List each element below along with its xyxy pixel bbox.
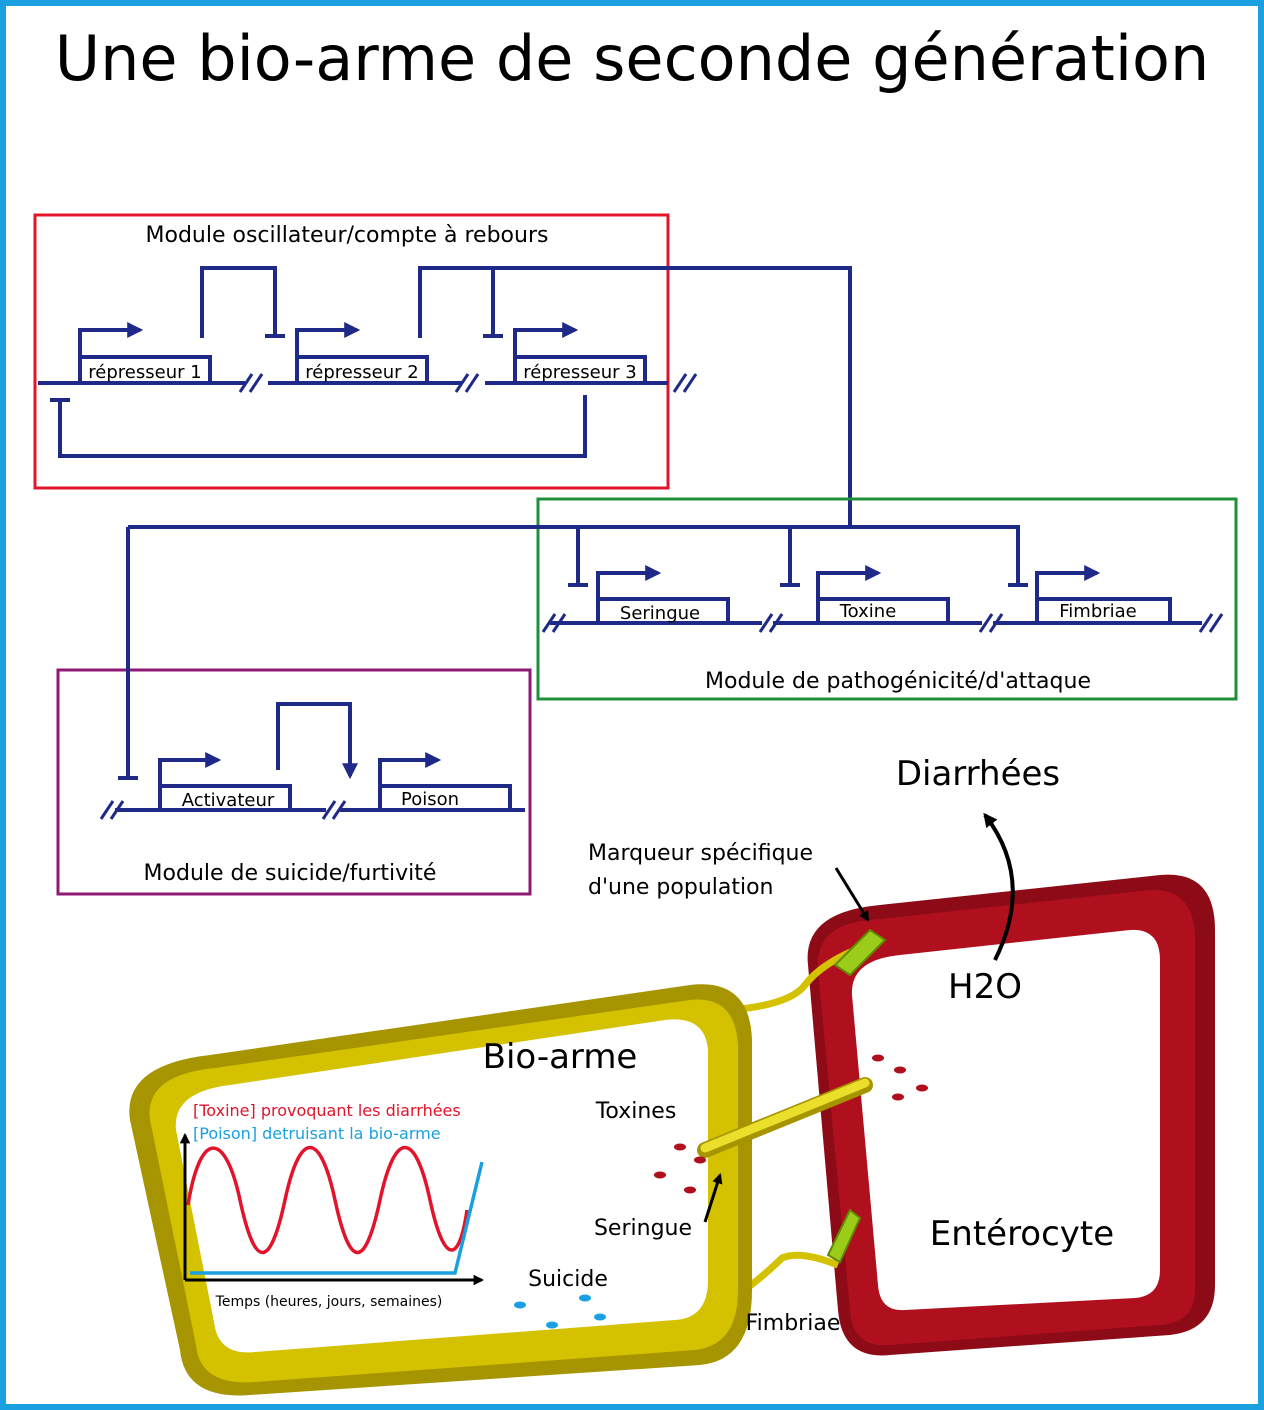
repression-bus	[128, 525, 1020, 585]
marker-label-line1: Marqueur spécifique	[588, 841, 813, 866]
gene-label: répresseur 1	[88, 362, 201, 383]
water-label: H2O	[948, 967, 1022, 1007]
promoter-arrow-icon	[596, 565, 662, 599]
gene-label: Seringue	[620, 603, 700, 624]
suicide-module-box	[56, 668, 532, 896]
repression-link-1-2	[200, 266, 277, 338]
pathogen-module-box	[536, 497, 1238, 701]
legend-poison: [Poison] detruisant la bio-arme	[193, 1124, 441, 1143]
gene-poison: Poison	[378, 752, 512, 812]
dna-break-symbol	[238, 373, 698, 393]
syringe-label: Seringue	[594, 1216, 692, 1241]
suicide-module-label: Module de suicide/furtivité	[144, 861, 437, 886]
enterocyte-label: Entérocyte	[930, 1214, 1114, 1254]
activation-arrow-icon	[276, 702, 358, 780]
dna-break-symbol	[541, 613, 1224, 633]
poison-particles	[514, 1294, 606, 1329]
oscillator-module-box	[33, 213, 670, 490]
promoter-arrow-icon	[78, 322, 144, 357]
gene-fimbriae: Fimbriae	[1035, 565, 1172, 625]
suicide-label: Suicide	[528, 1267, 608, 1292]
poison-curve	[190, 1161, 484, 1275]
gene-label: Activateur	[182, 790, 275, 811]
oscillator-module-label: Module oscillateur/compte à rebours	[146, 223, 549, 248]
fimbria-strand	[729, 946, 857, 1014]
toxins-label: Toxines	[595, 1099, 677, 1124]
graph-x-label: Temps (heures, jours, semaines)	[215, 1294, 443, 1310]
fimbriae-label: Fimbriae	[746, 1311, 841, 1336]
legend-toxin: [Toxine] provoquant les diarrhées	[193, 1101, 461, 1120]
syringe-icon	[697, 1077, 873, 1158]
marker-arrow-icon	[834, 867, 870, 922]
page-title: Une bio-arme de seconde génération	[55, 22, 1210, 95]
promoter-arrow-icon	[1035, 565, 1101, 599]
water-arrow-icon	[983, 812, 1015, 961]
pathogen-module-label: Module de pathogénicité/d'attaque	[705, 669, 1091, 694]
diarrhea-label: Diarrhées	[896, 754, 1060, 794]
gene-syringe: Seringue	[596, 565, 730, 625]
dna-break-symbol	[99, 800, 347, 820]
gene-toxin: Toxine	[816, 565, 950, 625]
gene-repressor-2: répresseur 2	[295, 322, 429, 385]
syringe-arrow-icon	[703, 1172, 723, 1223]
toxin-curve	[186, 1146, 469, 1254]
gene-label: répresseur 3	[523, 362, 636, 383]
enterocyte-cell	[807, 874, 1215, 1356]
population-marker-icon	[826, 928, 887, 1264]
toxin-particles	[654, 1054, 928, 1194]
gene-label: Toxine	[839, 601, 897, 622]
gene-label: Fimbriae	[1059, 601, 1137, 622]
promoter-arrow-icon	[816, 565, 882, 599]
promoter-arrow-icon	[513, 322, 579, 357]
promoter-arrow-icon	[378, 752, 442, 786]
gene-activator: Activateur	[158, 752, 292, 812]
repression-link-3-1	[58, 395, 587, 458]
bioweapon-cell	[129, 984, 753, 1396]
marker-label-line2: d'une population	[588, 875, 774, 900]
gene-repressor-3: répresseur 3	[513, 322, 647, 385]
bioweapon-label: Bio-arme	[483, 1037, 638, 1077]
gene-repressor-1: répresseur 1	[78, 322, 212, 385]
gene-label: Poison	[401, 789, 459, 810]
fimbria-strand	[735, 1251, 840, 1298]
promoter-arrow-icon	[158, 752, 222, 786]
repression-link-2-3	[418, 266, 852, 527]
promoter-arrow-icon	[295, 322, 361, 357]
gene-label: répresseur 2	[305, 362, 418, 383]
